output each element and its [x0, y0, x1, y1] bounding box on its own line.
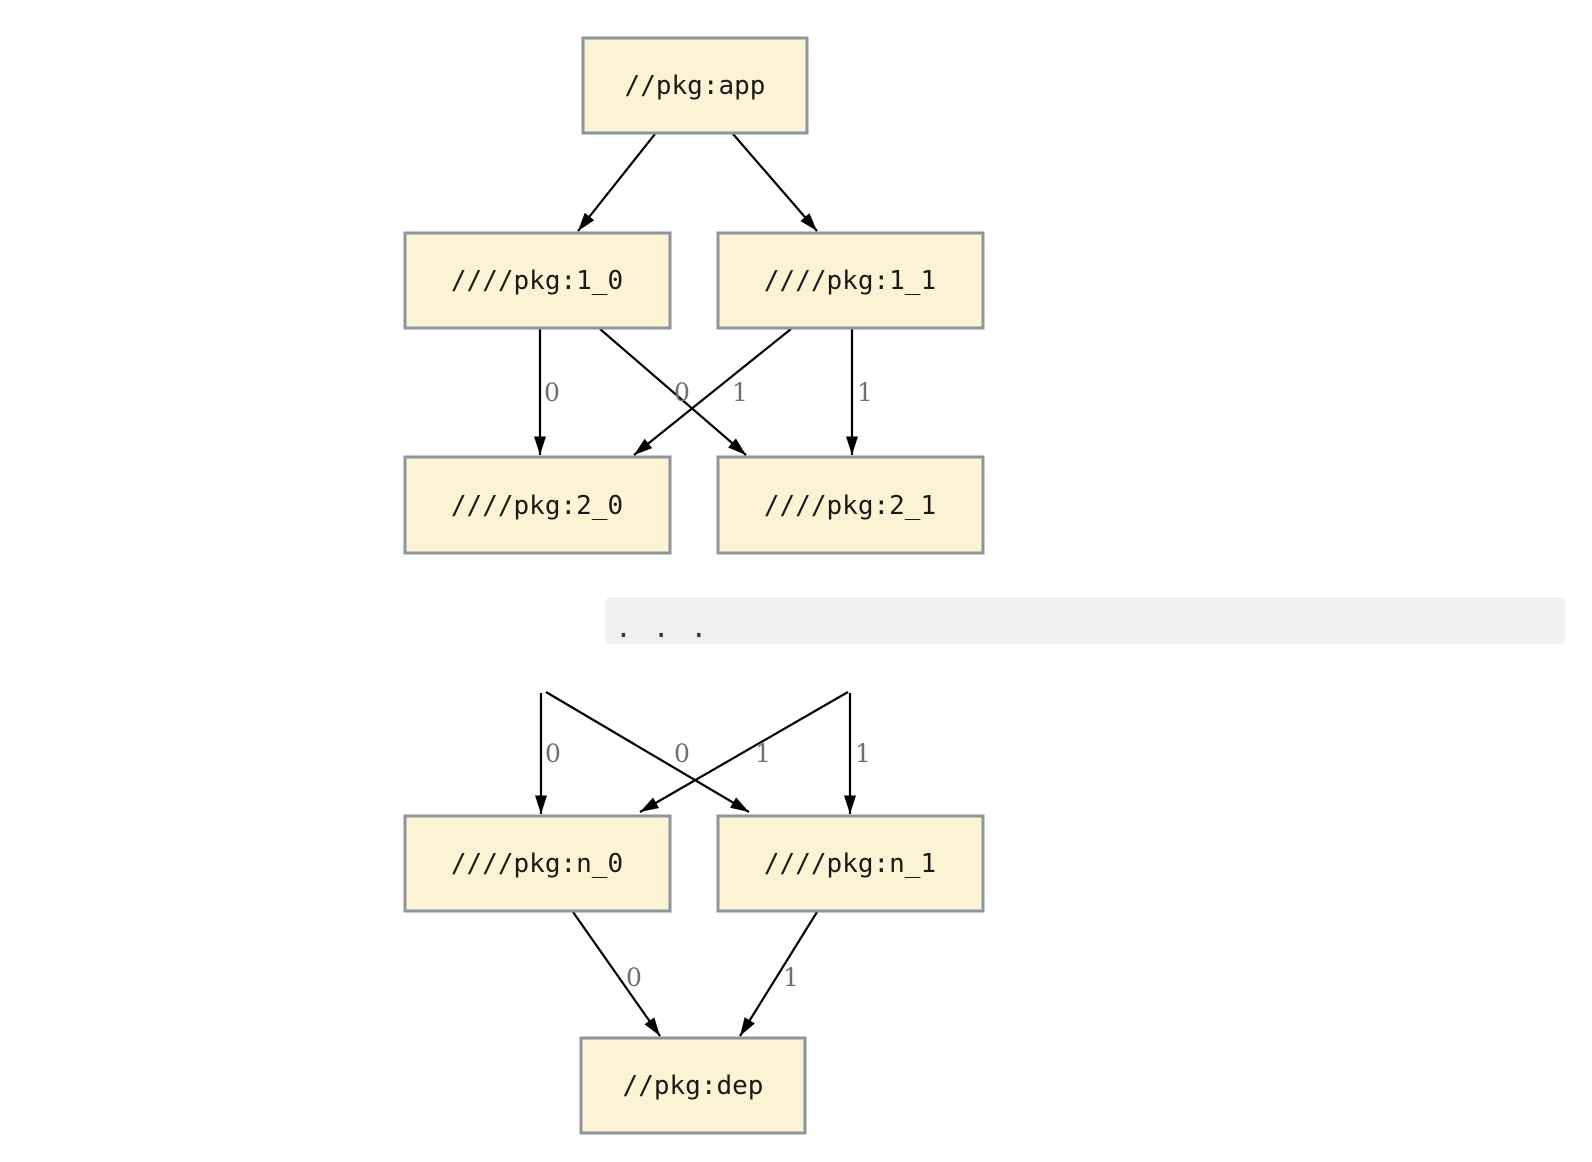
node-app: //pkg:app [581, 36, 809, 135]
edge-label-n_1-dep: 1 [783, 963, 799, 992]
node-2_0: ////pkg:2_0 [403, 455, 672, 555]
edge-label-elided-n_1-mid: 1 [755, 739, 771, 768]
edge-n_1-to-dep [739, 911, 818, 1037]
edge-elided-to-n_1-cross [545, 691, 750, 813]
node-dep: //pkg:dep [579, 1036, 807, 1135]
edge-label-elided-n_0-left: 0 [545, 739, 561, 768]
ellipsis-text: . . . [615, 611, 709, 644]
edge-elided-to-n_0-cross [639, 691, 849, 813]
edge-n_0-to-dep [572, 911, 661, 1037]
node-2_1-box [716, 455, 985, 555]
edge-app-to-1_1 [732, 133, 818, 232]
node-2_1: ////pkg:2_1 [716, 455, 985, 555]
node-app-label: //pkg:app [625, 71, 766, 101]
edge-label-1_1-2_0: 0 [674, 378, 690, 407]
node-1_0-box [403, 231, 672, 330]
edge-label-elided-n_0-mid: 0 [674, 739, 690, 768]
node-2_0-box [403, 455, 672, 555]
node-1_0: ////pkg:1_0 [403, 231, 672, 330]
node-n_1-label: ////pkg:n_1 [764, 849, 936, 879]
ellipsis-band [605, 597, 1565, 644]
node-n_0-box [403, 814, 672, 913]
node-1_0-label: ////pkg:1_0 [451, 266, 623, 296]
node-n_1-box [716, 814, 985, 913]
node-1_1: ////pkg:1_1 [716, 231, 985, 330]
node-1_1-box [716, 231, 985, 330]
edge-label-n_0-dep: 0 [626, 963, 642, 992]
edge-label-1_0-2_0: 0 [544, 378, 560, 407]
node-2_1-label: ////pkg:2_1 [764, 491, 936, 521]
edge-app-to-1_0 [577, 133, 656, 232]
node-n_1: ////pkg:n_1 [716, 814, 985, 913]
node-2_0-label: ////pkg:2_0 [451, 491, 623, 521]
node-dep-label: //pkg:dep [623, 1071, 764, 1101]
edge-label-elided-n_1-right: 1 [855, 739, 871, 768]
node-dep-box [579, 1036, 807, 1135]
edge-label-1_1-2_1: 1 [857, 378, 873, 407]
node-n_0-label: ////pkg:n_0 [451, 849, 623, 879]
edge-1_1-to-2_0 [633, 328, 792, 456]
node-1_1-label: ////pkg:1_1 [764, 266, 936, 296]
node-n_0: ////pkg:n_0 [403, 814, 672, 913]
node-app-box [581, 36, 809, 135]
edge-label-1_0-2_1: 1 [732, 378, 748, 407]
edge-1_0-to-2_1 [599, 328, 747, 456]
